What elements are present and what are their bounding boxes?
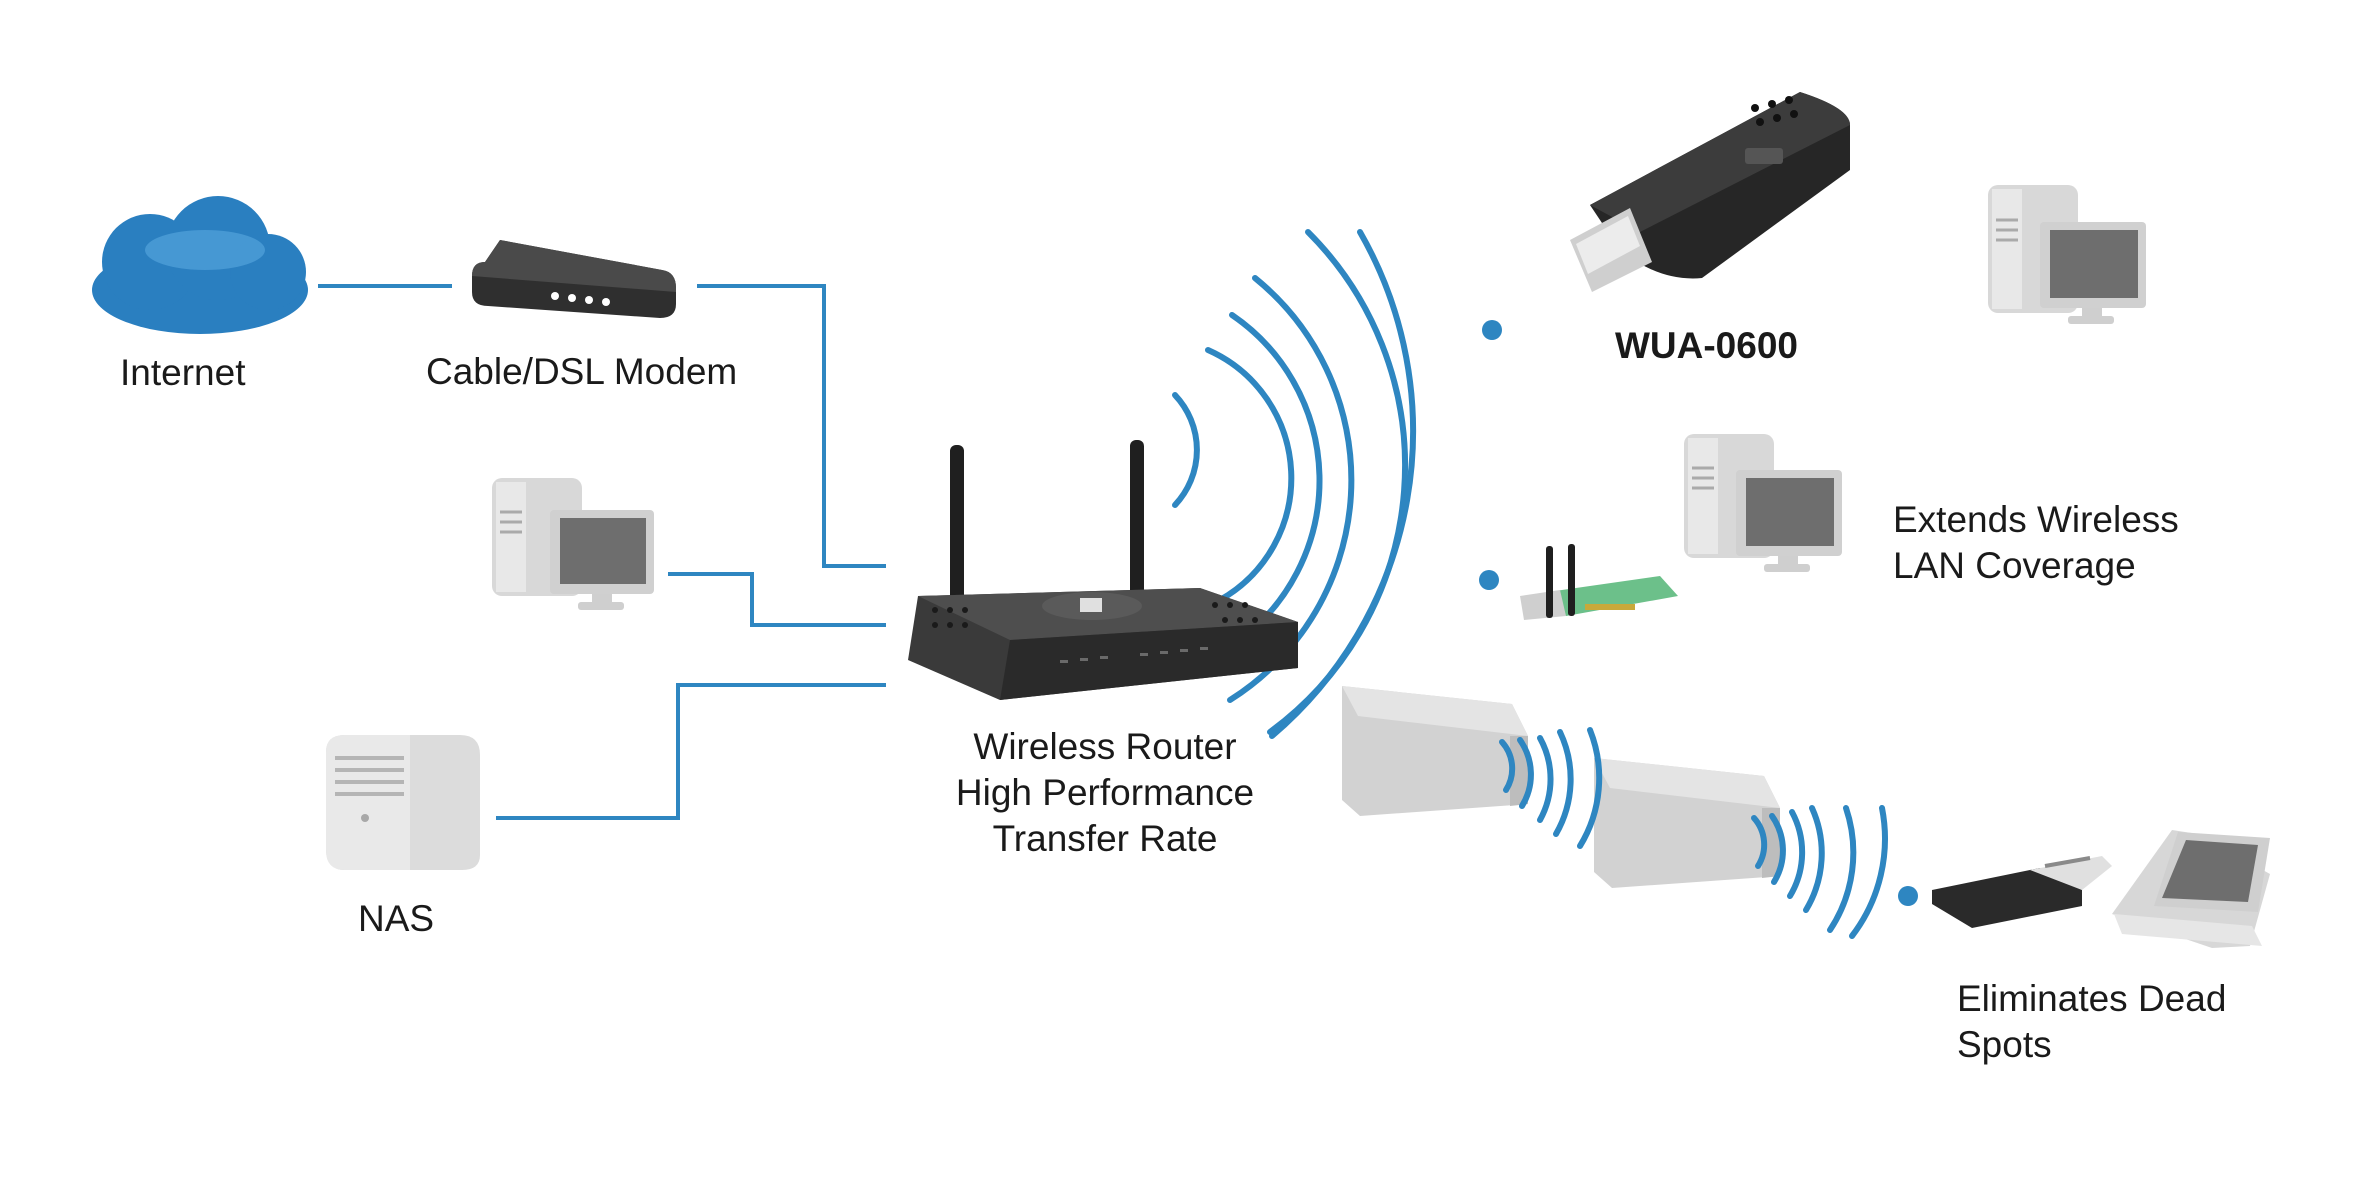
router-label: Wireless Router High Performance Transfe…	[900, 724, 1310, 862]
router-label-line-3: Transfer Rate	[992, 818, 1218, 859]
wired-links	[318, 284, 886, 820]
router-label-line-2: High Performance	[955, 772, 1255, 813]
modem-icon	[472, 240, 676, 318]
router-label-line-1: Wireless Router	[973, 726, 1237, 767]
dead-spots-line-2: Spots	[1957, 1024, 2052, 1065]
modem-label: Cable/DSL Modem	[426, 351, 738, 392]
dead-spots-line-1: Eliminates Dead	[1957, 978, 2227, 1019]
nas-label: NAS	[358, 898, 435, 939]
link-nas-router	[496, 683, 886, 820]
repeater-icon-1	[1342, 686, 1528, 816]
wireless-endpoint-dots	[1479, 320, 1918, 906]
dead-spots-label: Eliminates Dead Spots	[1957, 976, 2226, 1068]
extends-coverage-label: Extends Wireless LAN Coverage	[1893, 497, 2179, 589]
desktop-pc-icon-left	[492, 478, 654, 610]
cloud-icon	[92, 196, 308, 334]
extends-coverage-line-1: Extends Wireless	[1893, 499, 2179, 540]
desktop-pc-icon-top	[1988, 185, 2146, 324]
internet-label: Internet	[120, 352, 246, 393]
pcmcia-card-icon	[1932, 856, 2112, 928]
link-modem-router	[697, 284, 886, 568]
adapter-label: WUA-0600	[1615, 325, 1798, 366]
desktop-pc-icon-middle	[1684, 434, 1842, 572]
pci-card-icon	[1520, 544, 1678, 620]
repeater-icon-2	[1594, 758, 1780, 888]
nas-icon	[326, 735, 480, 870]
usb-adapter-icon	[1570, 92, 1850, 292]
repeater-signal-waves	[1499, 727, 1888, 939]
extends-coverage-line-2: LAN Coverage	[1893, 545, 2136, 586]
laptop-icon	[2112, 830, 2270, 948]
link-pc-router	[668, 572, 886, 627]
router-icon	[908, 440, 1298, 700]
router-signal-waves	[1172, 229, 1417, 739]
